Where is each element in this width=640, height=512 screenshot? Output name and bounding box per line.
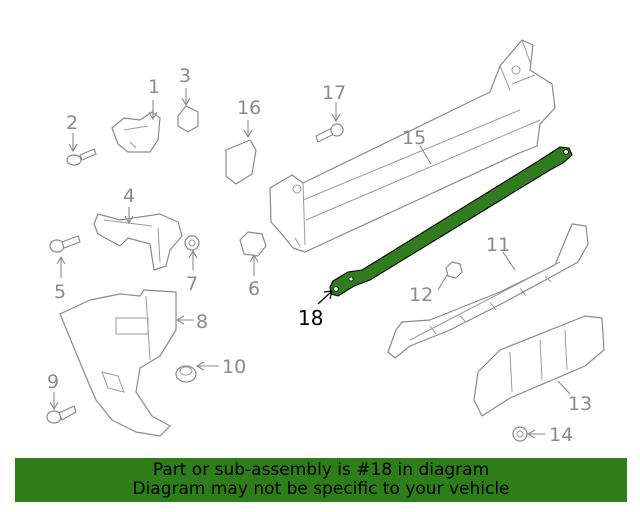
label-10: 10 (222, 356, 246, 378)
part-7-nut[interactable] (184, 235, 200, 251)
info-banner: Part or sub-assembly is #18 in diagram D… (15, 458, 627, 502)
label-4: 4 (123, 185, 135, 207)
label-3: 3 (179, 65, 191, 87)
part-5-screw[interactable] (49, 235, 81, 253)
leader-4 (124, 207, 134, 225)
leader-14 (526, 429, 545, 439)
label-8: 8 (196, 311, 208, 333)
leader-17 (331, 102, 341, 123)
part-17-bolt[interactable] (315, 123, 344, 143)
part-1-bracket[interactable] (111, 111, 161, 153)
leader-12 (437, 274, 448, 291)
leader-13 (557, 380, 571, 395)
part-3-clip[interactable] (177, 105, 199, 133)
part-16-cover[interactable] (225, 139, 257, 185)
part-10-grommet[interactable] (175, 365, 197, 383)
leader-6 (249, 253, 259, 276)
part-13-shield[interactable] (473, 315, 605, 417)
part-9-screw[interactable] (46, 405, 77, 424)
label-7: 7 (186, 273, 198, 295)
label-11: 11 (486, 234, 510, 256)
leader-1 (148, 100, 158, 121)
leader-3 (181, 88, 191, 107)
leader-18 (317, 290, 333, 305)
leader-2 (68, 133, 78, 153)
part-6-clip[interactable] (239, 231, 267, 257)
label-6: 6 (248, 278, 260, 300)
part-15-bumper-beam[interactable] (269, 39, 556, 253)
leader-5 (56, 255, 66, 278)
banner-line-2: Diagram may not be specific to your vehi… (132, 479, 510, 499)
label-9: 9 (47, 371, 59, 393)
leader-10 (195, 361, 219, 371)
label-18: 18 (298, 306, 323, 330)
part-4-bracket[interactable] (93, 213, 183, 271)
label-17: 17 (322, 82, 346, 104)
label-5: 5 (54, 281, 66, 303)
banner-line-1: Part or sub-assembly is #18 in diagram (152, 460, 490, 480)
label-1: 1 (148, 76, 160, 98)
part-18-bar[interactable] (329, 146, 573, 297)
part-8-panel[interactable] (59, 289, 177, 437)
part-12-nut[interactable] (445, 261, 463, 279)
label-13: 13 (568, 393, 592, 415)
label-16: 16 (237, 97, 261, 119)
leader-16 (243, 120, 253, 139)
leader-7 (188, 249, 198, 270)
part-2-screw[interactable] (66, 148, 97, 166)
leader-11 (502, 251, 516, 271)
leader-8 (175, 315, 194, 325)
leader-15 (419, 145, 432, 165)
label-15: 15 (402, 127, 426, 149)
leader-9 (49, 392, 59, 411)
label-12: 12 (409, 284, 433, 306)
part-14-nut[interactable] (512, 426, 528, 442)
label-14: 14 (549, 424, 573, 446)
label-2: 2 (66, 112, 78, 134)
part-11-absorber[interactable] (387, 223, 589, 359)
